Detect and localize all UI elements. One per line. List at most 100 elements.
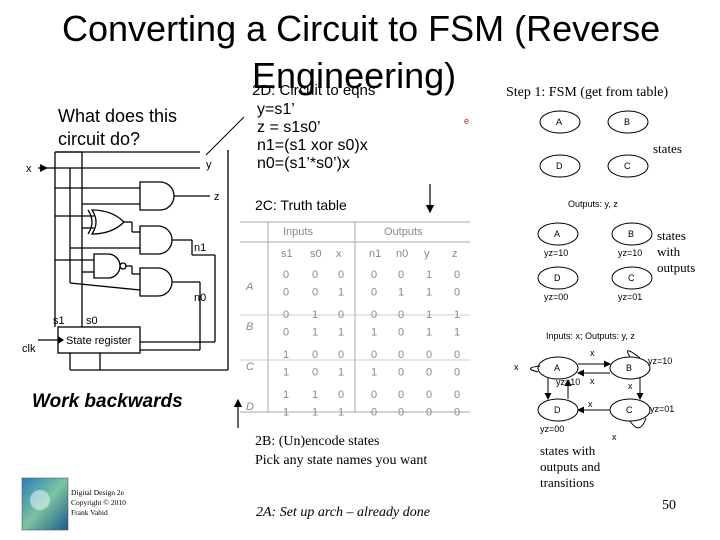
column-header-x: x (336, 248, 342, 260)
next-n0-label: n0 (194, 292, 206, 304)
svg-text:D: D (554, 273, 561, 283)
table-cell: 1 (338, 407, 344, 419)
table-cell: 0 (338, 349, 344, 361)
equations-text: y=s1’ z = s1s0’ n1=(s1 xor s0)x n0=(s1’*… (257, 101, 368, 172)
table-cell: 0 (283, 269, 289, 281)
circuit-diagram: State register x y z n1 n0 s1 s0 clk (22, 150, 229, 371)
row-state-label-C: C (246, 361, 254, 373)
table-cell: 0 (312, 287, 318, 299)
table-cell: 1 (426, 269, 432, 281)
table-cell: 0 (398, 327, 404, 339)
slide-title-line1: Converting a Circuit to FSM (Reverse (62, 8, 661, 49)
book-credits: Digital Design 2e Copyright © 2010 Frank… (71, 488, 126, 517)
transition-label-5: x (514, 362, 519, 372)
table-cell: 0 (454, 349, 460, 361)
table-cell: 0 (454, 367, 460, 379)
step-2b-label: 2B: (Un)encode states Pick any state nam… (255, 434, 428, 468)
table-cell: 0 (398, 309, 404, 321)
outputs-heading: Outputs: y, z (568, 199, 618, 209)
output-A: yz=10 (544, 248, 568, 258)
output-D: yz=00 (544, 292, 568, 302)
row-state-label-D: D (246, 401, 254, 413)
table-cell: 0 (398, 349, 404, 361)
table-cell: 0 (454, 287, 460, 299)
table-cell: 0 (426, 389, 432, 401)
table-cell: 1 (454, 309, 460, 321)
red-mark: e (464, 116, 469, 126)
states-caption: states (653, 141, 682, 156)
table-cell: 1 (398, 287, 404, 299)
step-2d-label: 2D: Circuit to eqns (252, 82, 376, 99)
transition-label-4: x (588, 399, 593, 409)
table-cell: 0 (283, 287, 289, 299)
table-cell: 0 (398, 367, 404, 379)
table-cell: 1 (312, 389, 318, 401)
table-cell: 1 (426, 327, 432, 339)
table-cell: 1 (312, 309, 318, 321)
z-and-gate (139, 181, 175, 211)
outputs-group-header: Outputs (384, 226, 423, 238)
state-C-name: C (624, 161, 631, 171)
svg-text:B: B (628, 229, 634, 239)
table-cell: 1 (338, 367, 344, 379)
table-cell: 1 (371, 327, 377, 339)
svg-text:D: D (554, 405, 561, 415)
column-header-n0: n0 (396, 248, 408, 260)
column-header-y: y (424, 248, 430, 260)
output-y-label: y (206, 159, 212, 171)
fsm-outputs-diagram: Outputs: y, z A B D C yz=10 yz=10 yz=00 … (537, 199, 653, 302)
inverted-and-gate (93, 253, 121, 279)
table-cell: 0 (371, 349, 377, 361)
table-cell: 0 (338, 269, 344, 281)
step-2a-label: 2A: Set up arch – already done (256, 505, 430, 520)
fsm-transitions-diagram: Inputs: x; Outputs: y, z A B D C x x x x… (514, 331, 674, 442)
input-x-label: x (26, 163, 32, 175)
step-2c-label: 2C: Truth table (255, 197, 347, 213)
table-cell: 1 (338, 327, 344, 339)
table-cell: 0 (398, 269, 404, 281)
column-header-s1: s1 (281, 248, 293, 260)
state-B (607, 110, 649, 134)
io-heading: Inputs: x; Outputs: y, z (546, 331, 635, 341)
output-C: yz=01 (618, 292, 642, 302)
table-cell: 0 (312, 349, 318, 361)
clock-triangle-icon (58, 336, 64, 344)
table-cell: 1 (312, 327, 318, 339)
table-cell: 1 (283, 389, 289, 401)
inputs-group-header: Inputs (283, 226, 313, 238)
table-cell: 0 (338, 389, 344, 401)
state-s0-label: s0 (86, 315, 98, 327)
state-B-name: B (624, 117, 630, 127)
svg-text:yz=00: yz=00 (540, 424, 564, 434)
table-cell: 1 (312, 407, 318, 419)
table-cell: 0 (371, 407, 377, 419)
states-outputs-caption: states with outputs (657, 228, 696, 275)
transition-label-1: x (590, 348, 595, 358)
state-s1-label: s1 (53, 315, 65, 327)
state-register (57, 326, 141, 354)
row-state-label-B: B (246, 321, 253, 333)
state-D-name: D (556, 161, 563, 171)
next-n1-label: n1 (194, 242, 206, 254)
svg-text:C: C (626, 405, 633, 415)
table-cell: 0 (338, 309, 344, 321)
table-cell: 0 (398, 389, 404, 401)
page-number: 50 (662, 498, 676, 513)
column-header-s0: s0 (310, 248, 322, 260)
transition-label-6: x (612, 432, 617, 442)
state-C (607, 154, 649, 178)
step-1-label: Step 1: FSM (get from table) (506, 85, 669, 100)
table-cell: 1 (454, 327, 460, 339)
column-header-n1: n1 (369, 248, 381, 260)
clock-label: clk (22, 343, 36, 355)
state-register-label: State register (66, 335, 132, 347)
table-cell: 0 (454, 407, 460, 419)
table-cell: 1 (283, 367, 289, 379)
n1-and-gate (139, 225, 173, 255)
table-cell: 1 (426, 309, 432, 321)
table-cell: 0 (283, 309, 289, 321)
table-cell: 0 (283, 327, 289, 339)
